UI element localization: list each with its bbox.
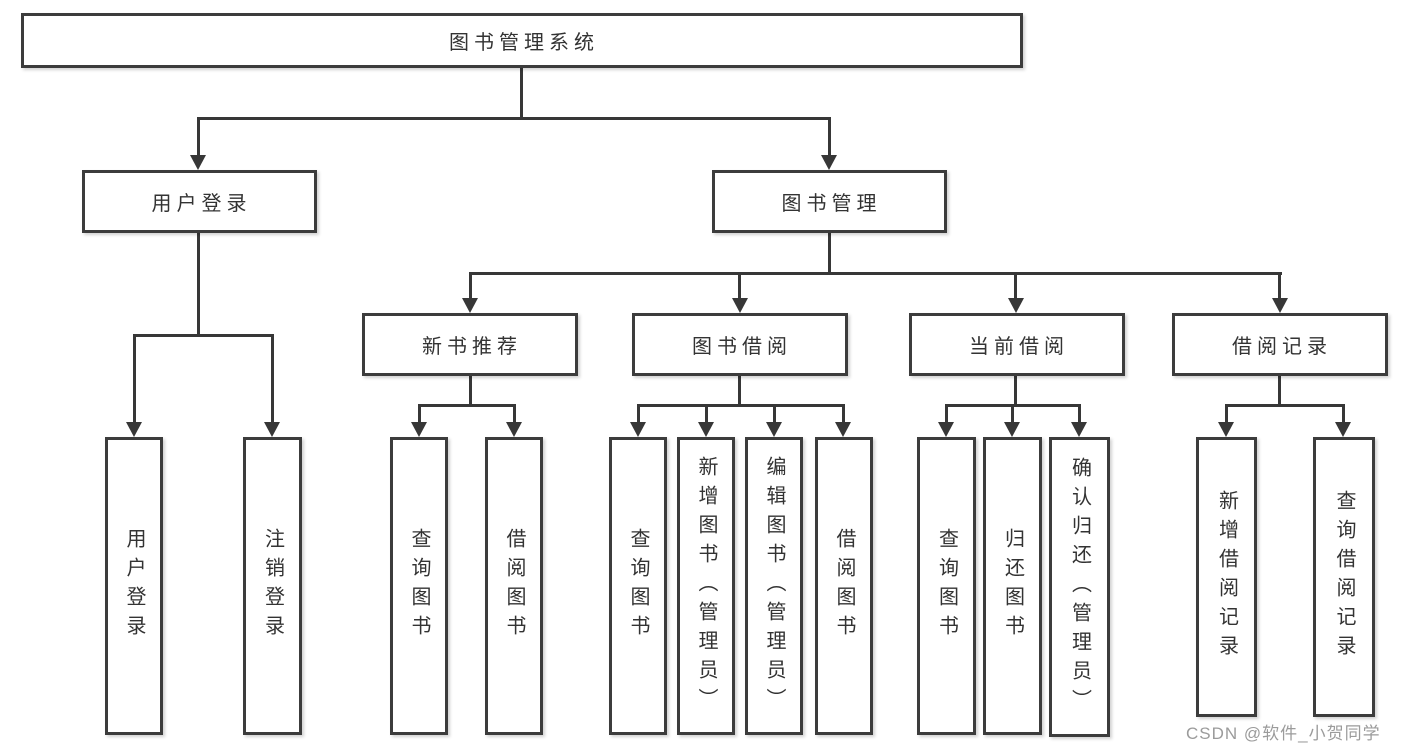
arrowhead-down-icon (698, 422, 714, 437)
leaf-label: 归还图书 (1001, 528, 1024, 644)
connector-leaf-drop (842, 404, 845, 425)
node-new-book-recommend: 新书推荐 (362, 313, 578, 376)
leaf-label: 新增图书（管理员） (695, 455, 717, 717)
arrowhead-down-icon (938, 422, 954, 437)
arrowhead-down-icon (766, 422, 782, 437)
connector-root-stem (520, 68, 523, 118)
connector-leaf-drop (1225, 404, 1228, 425)
arrowhead-down-icon (1218, 422, 1234, 437)
leaf-label: 确认归还（管理员） (1068, 456, 1091, 718)
arrowhead-down-icon (462, 298, 478, 313)
arrowhead-down-icon (1071, 422, 1087, 437)
arrowhead-down-icon (264, 422, 280, 437)
leaf-label: 借阅图书 (833, 528, 855, 644)
arrowhead-down-icon (506, 422, 522, 437)
connector-new-book-rail (418, 404, 516, 407)
connector-leaf-drop (1078, 404, 1081, 425)
connector-borrow-record-rail (1225, 404, 1345, 407)
arrowhead-down-icon (821, 155, 837, 170)
connector-current-borrow-stem (1014, 376, 1017, 407)
node-label: 图书管理 (781, 193, 882, 215)
leaf-label: 编辑图书（管理员） (763, 455, 785, 717)
leaf-logout: 注销登录 (243, 437, 302, 735)
leaf-borrow-books: 借阅图书 (815, 437, 873, 735)
connector-login-leaf-drop (133, 334, 136, 425)
connector-leaf-drop (705, 404, 708, 425)
watermark-text: CSDN @软件_小贺同学 (1186, 724, 1381, 743)
connector-user-login-rail (133, 334, 274, 337)
connector-leaf-drop (418, 404, 421, 425)
leaf-query-books: 查询图书 (390, 437, 448, 735)
connector-user-login-drop (197, 117, 200, 158)
connector-current-borrow-drop (1014, 272, 1017, 301)
leaf-label: 查询图书 (935, 528, 958, 644)
connector-new-book-drop (469, 272, 472, 301)
leaf-confirm-return-admin: 确认归还（管理员） (1049, 437, 1110, 737)
node-borrowing-records: 借阅记录 (1172, 313, 1388, 376)
connector-leaf-drop (637, 404, 640, 425)
leaf-user-login: 用户登录 (105, 437, 163, 735)
node-label: 当前借阅 (969, 336, 1069, 358)
connector-user-login-stem (197, 233, 200, 337)
connector-logout-leaf-drop (271, 334, 274, 425)
node-label: 图书管理系统 (449, 32, 599, 54)
leaf-label: 注销登录 (261, 528, 284, 644)
connector-leaf-drop (513, 404, 516, 425)
leaf-add-borrow-record: 新增借阅记录 (1196, 437, 1257, 717)
node-book-management-system: 图书管理系统 (21, 13, 1023, 68)
node-label: 借阅记录 (1232, 336, 1332, 358)
arrowhead-down-icon (190, 155, 206, 170)
leaf-edit-books-admin: 编辑图书（管理员） (745, 437, 803, 735)
leaf-label: 查询图书 (627, 528, 649, 644)
arrowhead-down-icon (732, 298, 748, 313)
leaf-label: 查询图书 (408, 528, 430, 644)
connector-book-borrow-drop (738, 272, 741, 301)
arrowhead-down-icon (1272, 298, 1288, 313)
connector-leaf-drop (1342, 404, 1345, 425)
leaf-return-books: 归还图书 (983, 437, 1042, 735)
connector-borrow-record-stem (1278, 376, 1281, 407)
connector-borrow-record-drop (1278, 272, 1281, 301)
leaf-query-borrow-record: 查询借阅记录 (1313, 437, 1375, 717)
connector-level1-rail (197, 117, 831, 120)
arrowhead-down-icon (1004, 422, 1020, 437)
node-label: 用户登录 (151, 193, 252, 215)
leaf-add-books-admin: 新增图书（管理员） (677, 437, 735, 735)
connector-leaf-drop (773, 404, 776, 425)
connector-new-book-stem (469, 376, 472, 407)
connector-book-management-stem (828, 233, 831, 275)
leaf-query-books: 查询图书 (917, 437, 976, 735)
leaf-label: 查询借阅记录 (1333, 490, 1355, 664)
arrowhead-down-icon (1335, 422, 1351, 437)
leaf-borrow-books: 借阅图书 (485, 437, 543, 735)
node-book-management: 图书管理 (712, 170, 947, 233)
connector-leaf-drop (945, 404, 948, 425)
node-current-borrowing: 当前借阅 (909, 313, 1125, 376)
connector-level2-rail (469, 272, 1282, 275)
leaf-label: 新增借阅记录 (1215, 490, 1238, 664)
connector-book-borrow-rail (637, 404, 845, 407)
leaf-label: 用户登录 (123, 528, 145, 644)
connector-book-borrow-stem (738, 376, 741, 407)
node-book-borrowing: 图书借阅 (632, 313, 848, 376)
connector-book-management-drop (828, 117, 831, 158)
node-label: 新书推荐 (422, 336, 522, 358)
node-label: 图书借阅 (692, 336, 792, 358)
arrowhead-down-icon (126, 422, 142, 437)
node-user-login: 用户登录 (82, 170, 317, 233)
leaf-query-books: 查询图书 (609, 437, 667, 735)
arrowhead-down-icon (1008, 298, 1024, 313)
arrowhead-down-icon (630, 422, 646, 437)
leaf-label: 借阅图书 (503, 528, 525, 644)
connector-leaf-drop (1011, 404, 1014, 425)
arrowhead-down-icon (835, 422, 851, 437)
arrowhead-down-icon (411, 422, 427, 437)
